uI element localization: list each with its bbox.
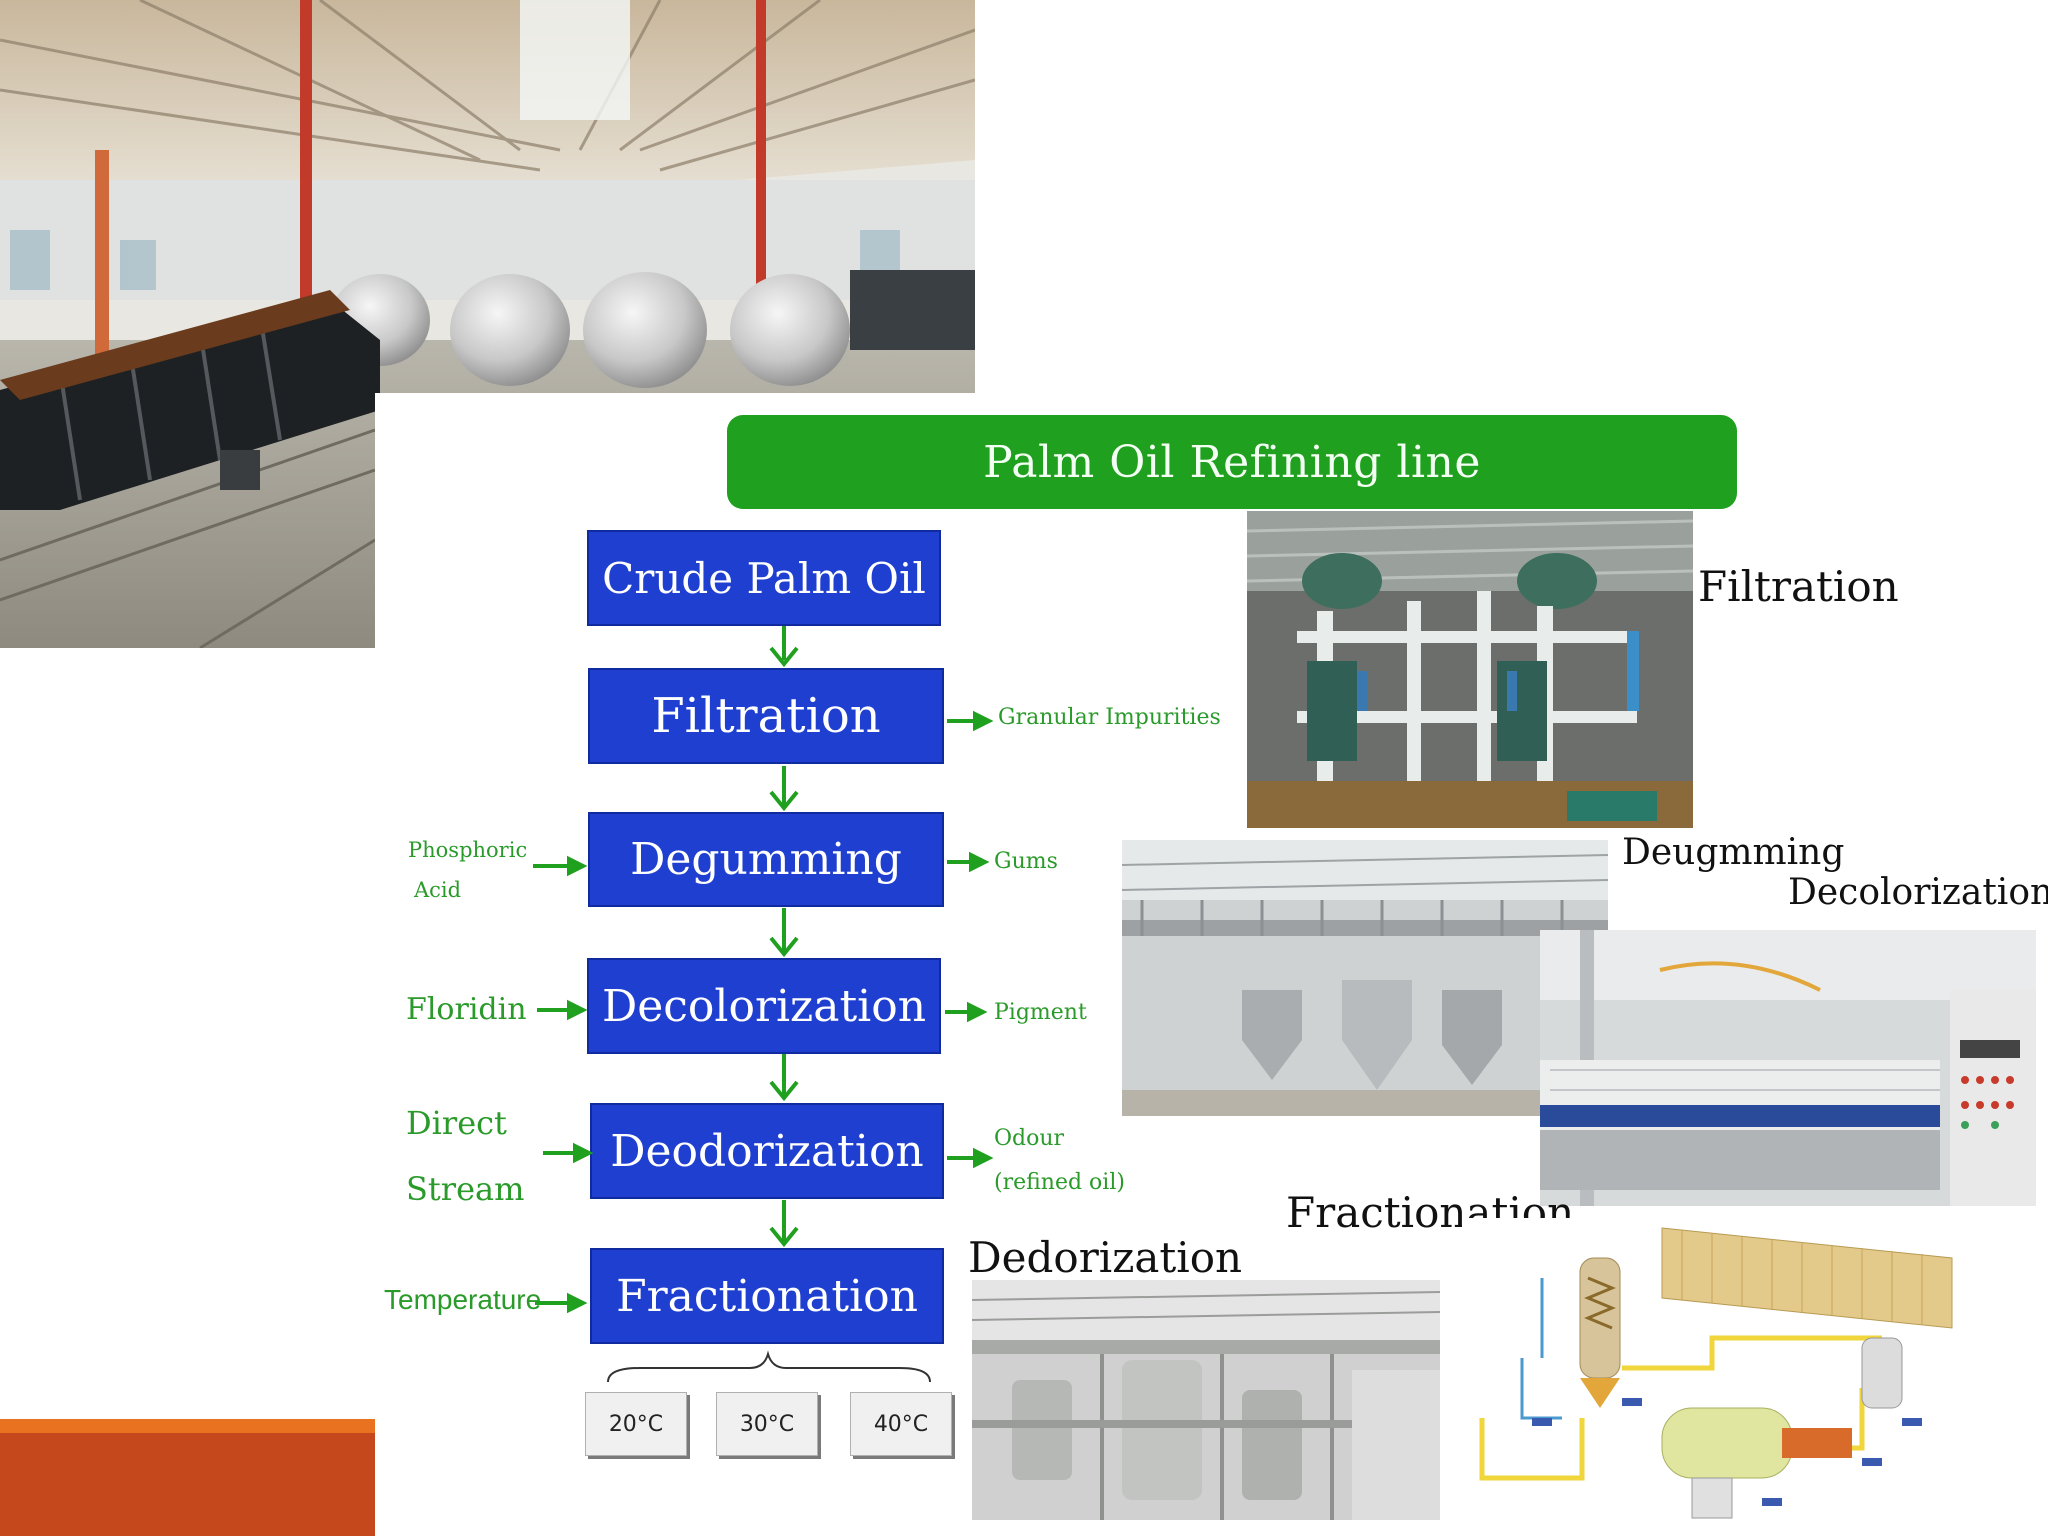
down-arrow	[769, 908, 799, 958]
photo-filtration	[1247, 511, 1693, 828]
caption-deodorization: Dedorization	[968, 1233, 1243, 1282]
step-deodorization: Deodorization	[590, 1103, 944, 1199]
output-granular-impurities: Granular Impurities	[998, 705, 1221, 730]
down-arrow	[769, 1200, 799, 1248]
caption-filtration: Filtration	[1698, 562, 1899, 611]
output-refined-oil: (refined oil)	[994, 1170, 1125, 1195]
down-arrow	[769, 766, 799, 812]
temperature-option-30c: 30°C	[716, 1392, 818, 1456]
photo-deodorization	[972, 1280, 1440, 1520]
output-odour: Odour	[994, 1126, 1065, 1151]
step-degumming: Degumming	[588, 812, 944, 907]
temperature-brace	[607, 1350, 931, 1383]
temperature-option-20c: 20°C	[585, 1392, 687, 1456]
step-filtration: Filtration	[588, 668, 944, 764]
down-arrow	[769, 1054, 799, 1102]
input-phosphoric: Phosphoric	[408, 838, 528, 862]
down-arrow	[769, 626, 799, 668]
output-pigment: Pigment	[994, 1000, 1087, 1025]
diagram-title-banner: Palm Oil Refining line	[727, 415, 1737, 509]
flow-arrows	[533, 626, 994, 1314]
step-decolorization: Decolorization	[587, 958, 941, 1054]
input-stream: Stream	[406, 1170, 525, 1208]
caption-degumming: Deugmming	[1622, 832, 1845, 873]
photo-fractionation	[1462, 1218, 1972, 1523]
caption-decolorization: Decolorization	[1788, 872, 2048, 913]
step-crude-palm-oil: Crude Palm Oil	[587, 530, 941, 626]
diagram-title: Palm Oil Refining line	[983, 436, 1481, 488]
photo-degumming	[1122, 840, 1608, 1116]
input-acid: Acid	[414, 878, 462, 902]
step-fractionation: Fractionation	[590, 1248, 944, 1344]
photo-decolorization	[1540, 930, 2036, 1206]
temperature-option-40c: 40°C	[850, 1392, 952, 1456]
input-direct: Direct	[406, 1104, 507, 1142]
output-gums: Gums	[994, 849, 1058, 874]
input-floridin: Floridin	[406, 992, 527, 1027]
input-temperature: Temperature	[384, 1284, 542, 1315]
